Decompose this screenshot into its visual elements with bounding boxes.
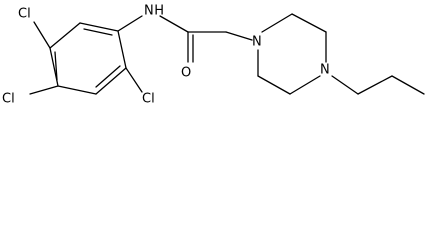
cl-bottom-label: Cl [142, 92, 155, 107]
ring-bond-4 [57, 85, 97, 95]
benzene-ring [49, 22, 127, 95]
ring-bond-1 [79, 22, 119, 32]
cl-left-bond [29, 85, 59, 95]
chemical-structure-diagram: Cl Cl Cl N H O N N [2, 4, 425, 107]
piperazine-n4-label: N [320, 63, 330, 78]
cl-top-label: Cl [18, 7, 31, 22]
ch2-n-bond [225, 31, 253, 41]
aryl-n-bond [117, 15, 143, 32]
ring-double-bond-1 [83, 28, 113, 36]
pip-bond-5 [257, 75, 291, 95]
pip-bond-4 [289, 75, 321, 95]
cl-left-label: Cl [2, 92, 15, 107]
cl-top-bond [33, 21, 51, 49]
piperazine-n1-label: N [252, 35, 262, 50]
propyl-bond-3 [391, 75, 425, 95]
n-carbonyl-bond [159, 15, 189, 33]
ring-bond-6 [49, 22, 81, 49]
ring-double-bond-3 [54, 51, 58, 81]
cl-bottom-bond [125, 67, 143, 93]
carbonyl-o-label: O [181, 66, 191, 81]
nh-h-label: H [154, 4, 164, 19]
piperazine-ring [257, 13, 327, 95]
ring-bond-3 [95, 67, 127, 95]
ring-bond-2 [117, 30, 127, 69]
propyl-bond-2 [357, 75, 393, 95]
pip-bond-1 [261, 13, 293, 33]
ring-double-bond-2 [95, 65, 121, 88]
propyl-bond-1 [331, 75, 359, 95]
pip-bond-2 [291, 13, 327, 33]
nh-n-label: N [144, 4, 154, 19]
